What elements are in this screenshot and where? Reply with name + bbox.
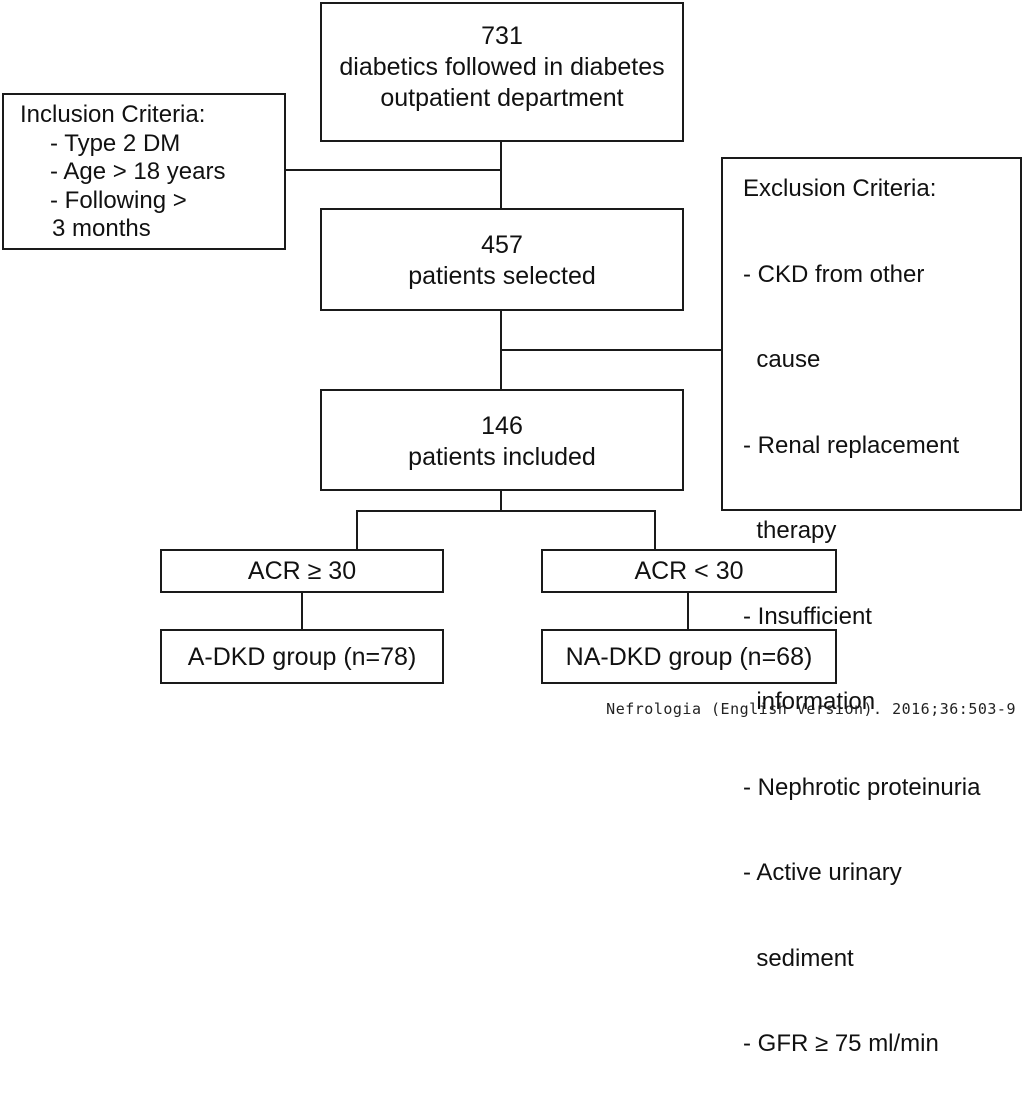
inclusion-item: - Age > 18 years (50, 158, 226, 185)
inclusion-title: Inclusion Criteria: (20, 101, 206, 128)
na-dkd-label: NA-DKD group (n=68) (565, 643, 813, 671)
exclusion-item: - Nephrotic proteinuria (743, 773, 981, 801)
exclusion-item: - Insufficient (743, 602, 872, 630)
exclusion-item: cause (743, 346, 821, 373)
selected-label: patients selected (408, 262, 596, 290)
connector-inclusion (284, 169, 502, 171)
na-dkd-group-box: NA-DKD group (n=68) (541, 629, 837, 684)
inclusion-continuation: 3 months (52, 215, 151, 242)
exclusion-item: information (743, 688, 876, 715)
total-label-line2: outpatient department (380, 84, 624, 112)
included-count: 146 (481, 412, 523, 440)
inclusion-criteria-box: Inclusion Criteria: - Type 2 DM - Age > … (2, 93, 286, 250)
total-diabetics-box: 731 diabetics followed in diabetes outpa… (320, 2, 684, 142)
included-label: patients included (408, 443, 596, 471)
selected-count: 457 (481, 231, 523, 259)
exclusion-item: - Active urinary (743, 859, 902, 886)
source-credit: Nefrologia (English Version). 2016;36:50… (606, 700, 1016, 718)
a-dkd-label: A-DKD group (n=78) (187, 643, 417, 671)
inclusion-list: - Type 2 DM - Age > 18 years - Following… (20, 130, 284, 216)
patients-included-box: 146 patients included (320, 389, 684, 491)
a-dkd-group-box: A-DKD group (n=78) (160, 629, 444, 684)
exclusion-item: sediment (743, 944, 854, 972)
connector-split-horizontal (356, 510, 656, 512)
total-label-line1: diabetics followed in diabetes (339, 53, 665, 81)
exclusion-item: - GFR ≥ 75 ml/min (743, 1030, 939, 1057)
total-count: 731 (481, 22, 523, 50)
connector-acr-high-to-a (301, 592, 303, 630)
inclusion-item: - Following > (50, 186, 187, 214)
connector-acr-low-to-na (687, 592, 689, 630)
patients-selected-box: 457 patients selected (320, 208, 684, 311)
exclusion-item: therapy (743, 517, 837, 544)
exclusion-title: Exclusion Criteria: (743, 175, 937, 202)
exclusion-item: - Renal replacement (743, 431, 960, 459)
acr-low-box: ACR < 30 (541, 549, 837, 593)
exclusion-criteria-box: Exclusion Criteria: - CKD from other cau… (721, 157, 1022, 1057)
acr-low-label: ACR < 30 (634, 557, 744, 585)
connector-split-right (654, 510, 656, 550)
connector-total-to-selected (500, 140, 502, 210)
connector-split-left (356, 510, 358, 550)
exclusion-item: - CKD from other (743, 260, 925, 288)
acr-high-label: ACR ≥ 30 (247, 557, 357, 585)
inclusion-item: - Type 2 DM (50, 129, 181, 157)
connector-exclusion (500, 349, 722, 351)
connector-included-down (500, 490, 502, 512)
acr-high-box: ACR ≥ 30 (160, 549, 444, 593)
